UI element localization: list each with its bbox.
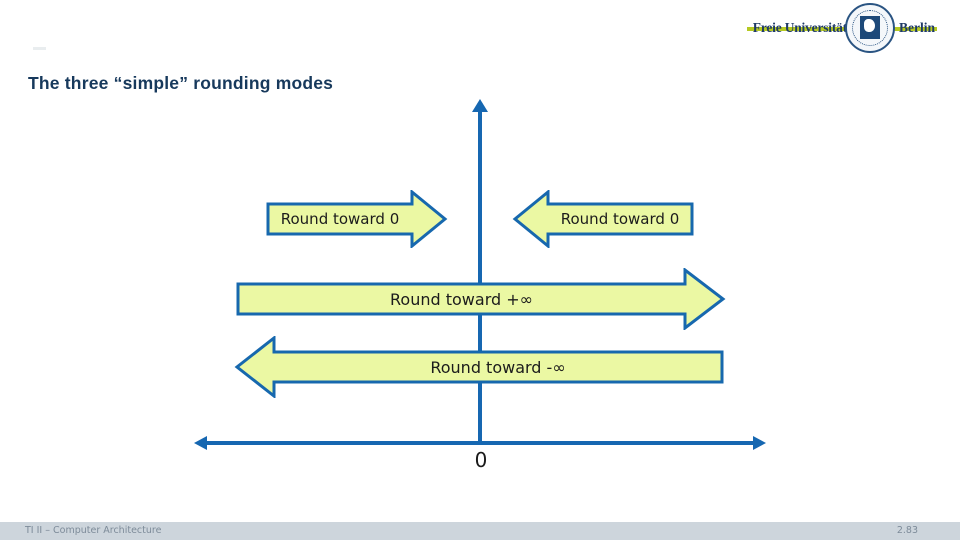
seal-shield-icon [860,16,880,39]
footer-course-label: TI II – Computer Architecture [25,525,162,536]
logo-accent-line [747,27,937,31]
logo-wordmark-right: Berlin [899,20,935,35]
round-toward-minus-infinity-arrow: Round toward -∞ [234,336,724,398]
left-arrow-shape-icon [512,190,694,248]
arrow-label: Round toward -∞ [430,357,566,377]
slide-title: The three “simple” rounding modes [28,72,334,93]
arrow-label: Round toward +∞ [390,289,533,309]
vertical-axis-arrowhead-up-icon [472,99,488,112]
round-toward-plus-infinity-arrow: Round toward +∞ [236,268,726,330]
horizontal-axis-arrowhead-left-icon [194,436,207,450]
logo-wordmark-left: Freie Universität [752,20,847,35]
round-toward-zero-left-arrow: Round toward 0 [512,190,694,248]
vertical-axis [478,111,482,443]
footer-page-number: 2.83 [896,525,918,536]
left-arrow-shape-icon [234,336,724,398]
right-arrow-shape-icon [236,268,726,330]
origin-label: 0 [474,448,488,472]
arrow-label: Round toward 0 [560,210,680,228]
university-seal-icon [845,3,895,53]
arrow-label: Round toward 0 [280,210,400,228]
title-accent-mark [33,47,46,50]
horizontal-axis [205,441,755,445]
right-arrow-shape-icon [266,190,448,248]
footer-bar: TI II – Computer Architecture 2.83 [0,522,960,540]
horizontal-axis-arrowhead-right-icon [753,436,766,450]
round-toward-zero-right-arrow: Round toward 0 [266,190,448,248]
fu-berlin-logo: Freie Universität Berlin [747,3,937,58]
